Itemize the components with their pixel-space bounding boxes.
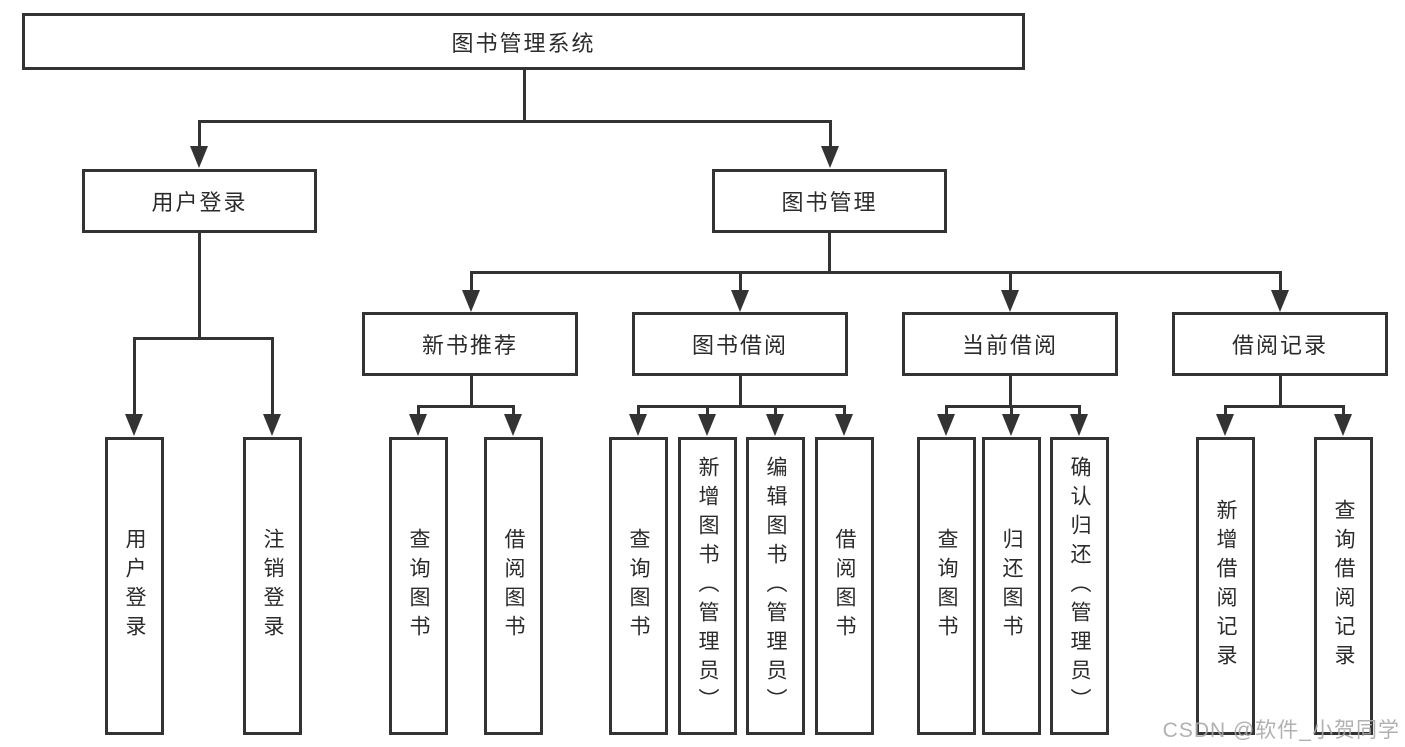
leaf-borrow-books-recommend: 借阅图书 xyxy=(484,437,543,735)
leaf-edit-book-admin: 编辑图书（管理员） xyxy=(746,437,805,735)
leaf-add-borrow-record: 新增借阅记录 xyxy=(1196,437,1255,735)
connector-line xyxy=(470,376,473,406)
connector-line xyxy=(417,405,515,408)
node-new-book-recommend: 新书推荐 xyxy=(362,312,578,376)
arrow-down-icon xyxy=(462,290,480,312)
arrow-down-icon xyxy=(835,414,853,436)
arrow-down-icon xyxy=(1001,290,1019,312)
connector-line xyxy=(198,121,201,148)
connector-line xyxy=(1224,405,1345,408)
connector-line xyxy=(637,405,846,408)
node-current-borrow: 当前借阅 xyxy=(902,312,1118,376)
connector-line xyxy=(512,406,515,416)
connector-line xyxy=(1279,376,1282,406)
arrow-down-icon xyxy=(190,146,208,168)
arrow-down-icon xyxy=(504,414,522,436)
node-library-management-system: 图书管理系统 xyxy=(22,13,1025,70)
connector-line xyxy=(133,338,136,416)
arrow-down-icon xyxy=(1216,414,1234,436)
arrow-down-icon xyxy=(1002,414,1020,436)
arrow-down-icon xyxy=(937,414,955,436)
leaf-logout: 注销登录 xyxy=(243,437,302,735)
connector-line xyxy=(133,337,274,340)
connector-line xyxy=(945,406,948,416)
arrow-down-icon xyxy=(698,414,716,436)
leaf-add-book-admin: 新增图书（管理员） xyxy=(678,437,737,735)
connector-line xyxy=(739,272,742,292)
arrow-down-icon xyxy=(766,414,784,436)
connector-line xyxy=(198,233,201,338)
connector-line xyxy=(1224,406,1227,416)
connector-line xyxy=(271,338,274,416)
connector-line xyxy=(1342,406,1345,416)
arrow-down-icon xyxy=(821,146,839,168)
arrow-down-icon xyxy=(629,414,647,436)
arrow-down-icon xyxy=(1271,290,1289,312)
arrow-down-icon xyxy=(263,414,281,436)
connector-line xyxy=(198,120,832,123)
connector-line xyxy=(1078,406,1081,416)
node-borrow-records: 借阅记录 xyxy=(1172,312,1388,376)
connector-line xyxy=(417,406,420,416)
connector-line xyxy=(523,70,526,123)
leaf-confirm-return-admin: 确认归还（管理员） xyxy=(1050,437,1109,735)
connector-line xyxy=(1009,376,1012,406)
node-book-borrow: 图书借阅 xyxy=(632,312,848,376)
connector-line xyxy=(774,406,777,416)
connector-line xyxy=(637,406,640,416)
connector-line xyxy=(1009,272,1012,292)
connector-line xyxy=(706,406,709,416)
leaf-query-books-borrow: 查询图书 xyxy=(609,437,668,735)
connector-line xyxy=(470,272,473,292)
connector-line xyxy=(1010,406,1013,416)
leaf-user-login: 用户登录 xyxy=(105,437,164,735)
watermark: CSDN @软件_小贺同学 xyxy=(1162,719,1400,742)
leaf-query-books-current: 查询图书 xyxy=(917,437,976,735)
leaf-borrow-books: 借阅图书 xyxy=(815,437,874,735)
connector-line xyxy=(1279,272,1282,292)
node-book-management: 图书管理 xyxy=(712,169,947,233)
node-user-login: 用户登录 xyxy=(82,169,317,233)
arrow-down-icon xyxy=(1070,414,1088,436)
arrow-down-icon xyxy=(731,290,749,312)
arrow-down-icon xyxy=(409,414,427,436)
leaf-query-borrow-record: 查询借阅记录 xyxy=(1314,437,1373,735)
leaf-query-books-recommend: 查询图书 xyxy=(389,437,448,735)
connector-line xyxy=(470,271,1282,274)
arrow-down-icon xyxy=(125,414,143,436)
connector-line xyxy=(829,121,832,148)
connector-line xyxy=(843,406,846,416)
connector-line xyxy=(828,233,831,272)
arrow-down-icon xyxy=(1334,414,1352,436)
connector-line xyxy=(739,376,742,406)
connector-line xyxy=(945,405,1081,408)
leaf-return-book: 归还图书 xyxy=(982,437,1041,735)
